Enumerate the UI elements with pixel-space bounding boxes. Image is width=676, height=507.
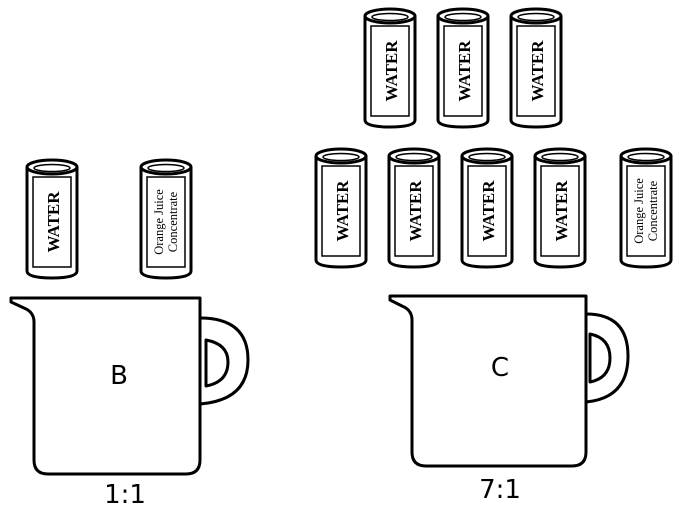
- juice-can-label-line2: Concentrate: [166, 191, 180, 252]
- water-can-label: WATER: [528, 40, 547, 102]
- pitcher-b: B: [9, 296, 250, 476]
- ratio-c: 7:1: [479, 475, 521, 505]
- ratio-b: 1:1: [104, 480, 146, 507]
- water-can: WATER: [387, 147, 441, 269]
- water-can: WATER: [363, 7, 417, 129]
- pitcher-c: C: [388, 294, 630, 468]
- juice-can-label-line1: Orange Juice: [152, 189, 166, 255]
- water-can-label: WATER: [479, 180, 498, 242]
- water-can: WATER: [314, 147, 368, 269]
- group-c: WATER WATER WATER WATER WATER WATER WATE…: [314, 7, 673, 505]
- juice-can-label-line1: Orange Juice: [632, 178, 646, 244]
- group-b: WATER Orange Juice Concentrate B 1:1: [9, 158, 250, 507]
- pitcher-c-letter: C: [491, 353, 509, 383]
- water-can-label: WATER: [552, 180, 571, 242]
- water-can-label: WATER: [382, 40, 401, 102]
- water-can-label: WATER: [333, 180, 352, 242]
- water-can-label: WATER: [455, 40, 474, 102]
- water-can-label: WATER: [44, 191, 63, 253]
- water-can: WATER: [533, 147, 587, 269]
- juice-can-label-line2: Concentrate: [646, 180, 660, 241]
- juice-can: Orange Juice Concentrate: [619, 147, 673, 269]
- juice-can: Orange Juice Concentrate: [139, 158, 193, 280]
- pitcher-b-letter: B: [110, 361, 128, 391]
- water-can: WATER: [436, 7, 490, 129]
- water-can: WATER: [25, 158, 79, 280]
- water-can-label: WATER: [406, 180, 425, 242]
- water-can: WATER: [509, 7, 563, 129]
- water-can: WATER: [460, 147, 514, 269]
